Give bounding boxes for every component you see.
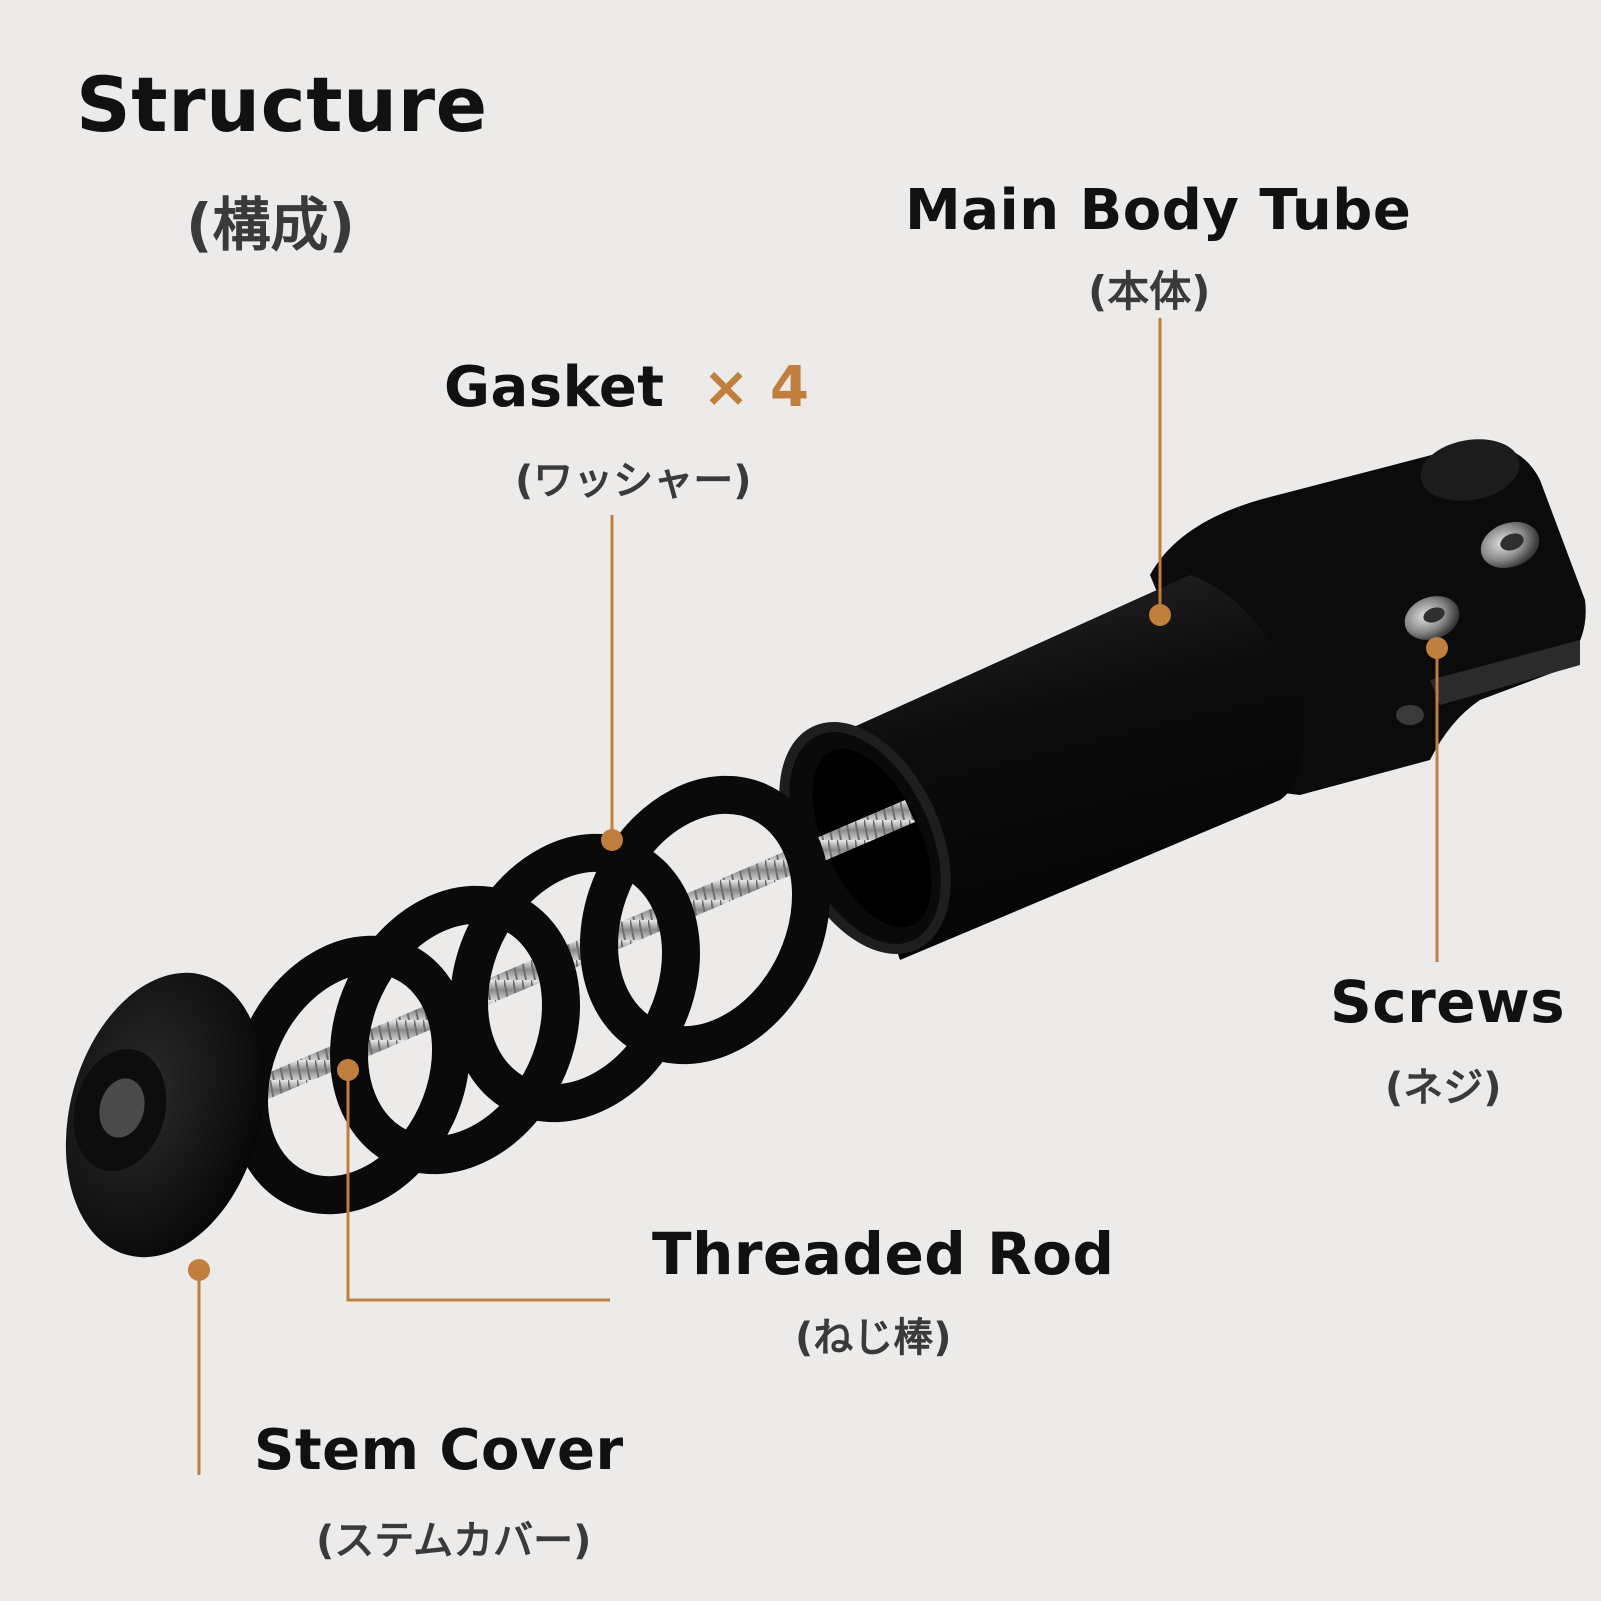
page-title: Structure: [76, 60, 488, 149]
label-main-body-tube: Main Body Tube: [905, 178, 1412, 243]
clamp-top-face: [1420, 439, 1520, 501]
dot-main-body: [1149, 604, 1171, 626]
label-threaded-rod: Threaded Rod: [652, 1220, 1115, 1288]
label-gasket-jp: (ワッシャー): [515, 458, 752, 504]
label-main-body-tube-jp: (本体): [1088, 267, 1211, 316]
dot-stem-cover: [188, 1259, 210, 1281]
threaded-rod: [240, 800, 915, 1107]
label-gasket-count: × 4: [702, 355, 810, 420]
dot-gasket: [601, 829, 623, 851]
gasket-ring-1: [229, 935, 471, 1215]
page-title-jp: (構成): [186, 191, 356, 259]
screw-1: [1480, 521, 1540, 569]
clamp-slot: [1430, 640, 1580, 705]
main-body-tube: [779, 439, 1586, 960]
label-screws: Screws: [1330, 968, 1566, 1036]
stem-cover-bolt: [99, 1078, 145, 1138]
label-stem-cover-jp: (ステムカバー): [316, 1518, 592, 1564]
leader-dots: [188, 604, 1448, 1281]
label-gasket-text: Gasket: [444, 355, 665, 420]
label-stem-cover: Stem Cover: [254, 1418, 624, 1483]
label-gasket: Gasket × 4: [444, 355, 809, 420]
label-screws-jp: (ネジ): [1385, 1065, 1502, 1111]
screw-2: [1404, 596, 1460, 640]
dot-screws: [1426, 637, 1448, 659]
stem-cover: [65, 972, 265, 1258]
leader-lines: [197, 318, 1439, 1475]
screw-hole: [1396, 705, 1424, 725]
dot-threaded-rod: [337, 1059, 359, 1081]
leader-threaded-rod: [346, 1070, 610, 1302]
label-threaded-rod-jp: (ねじ棒): [795, 1315, 952, 1361]
gasket-rings: [229, 775, 830, 1215]
